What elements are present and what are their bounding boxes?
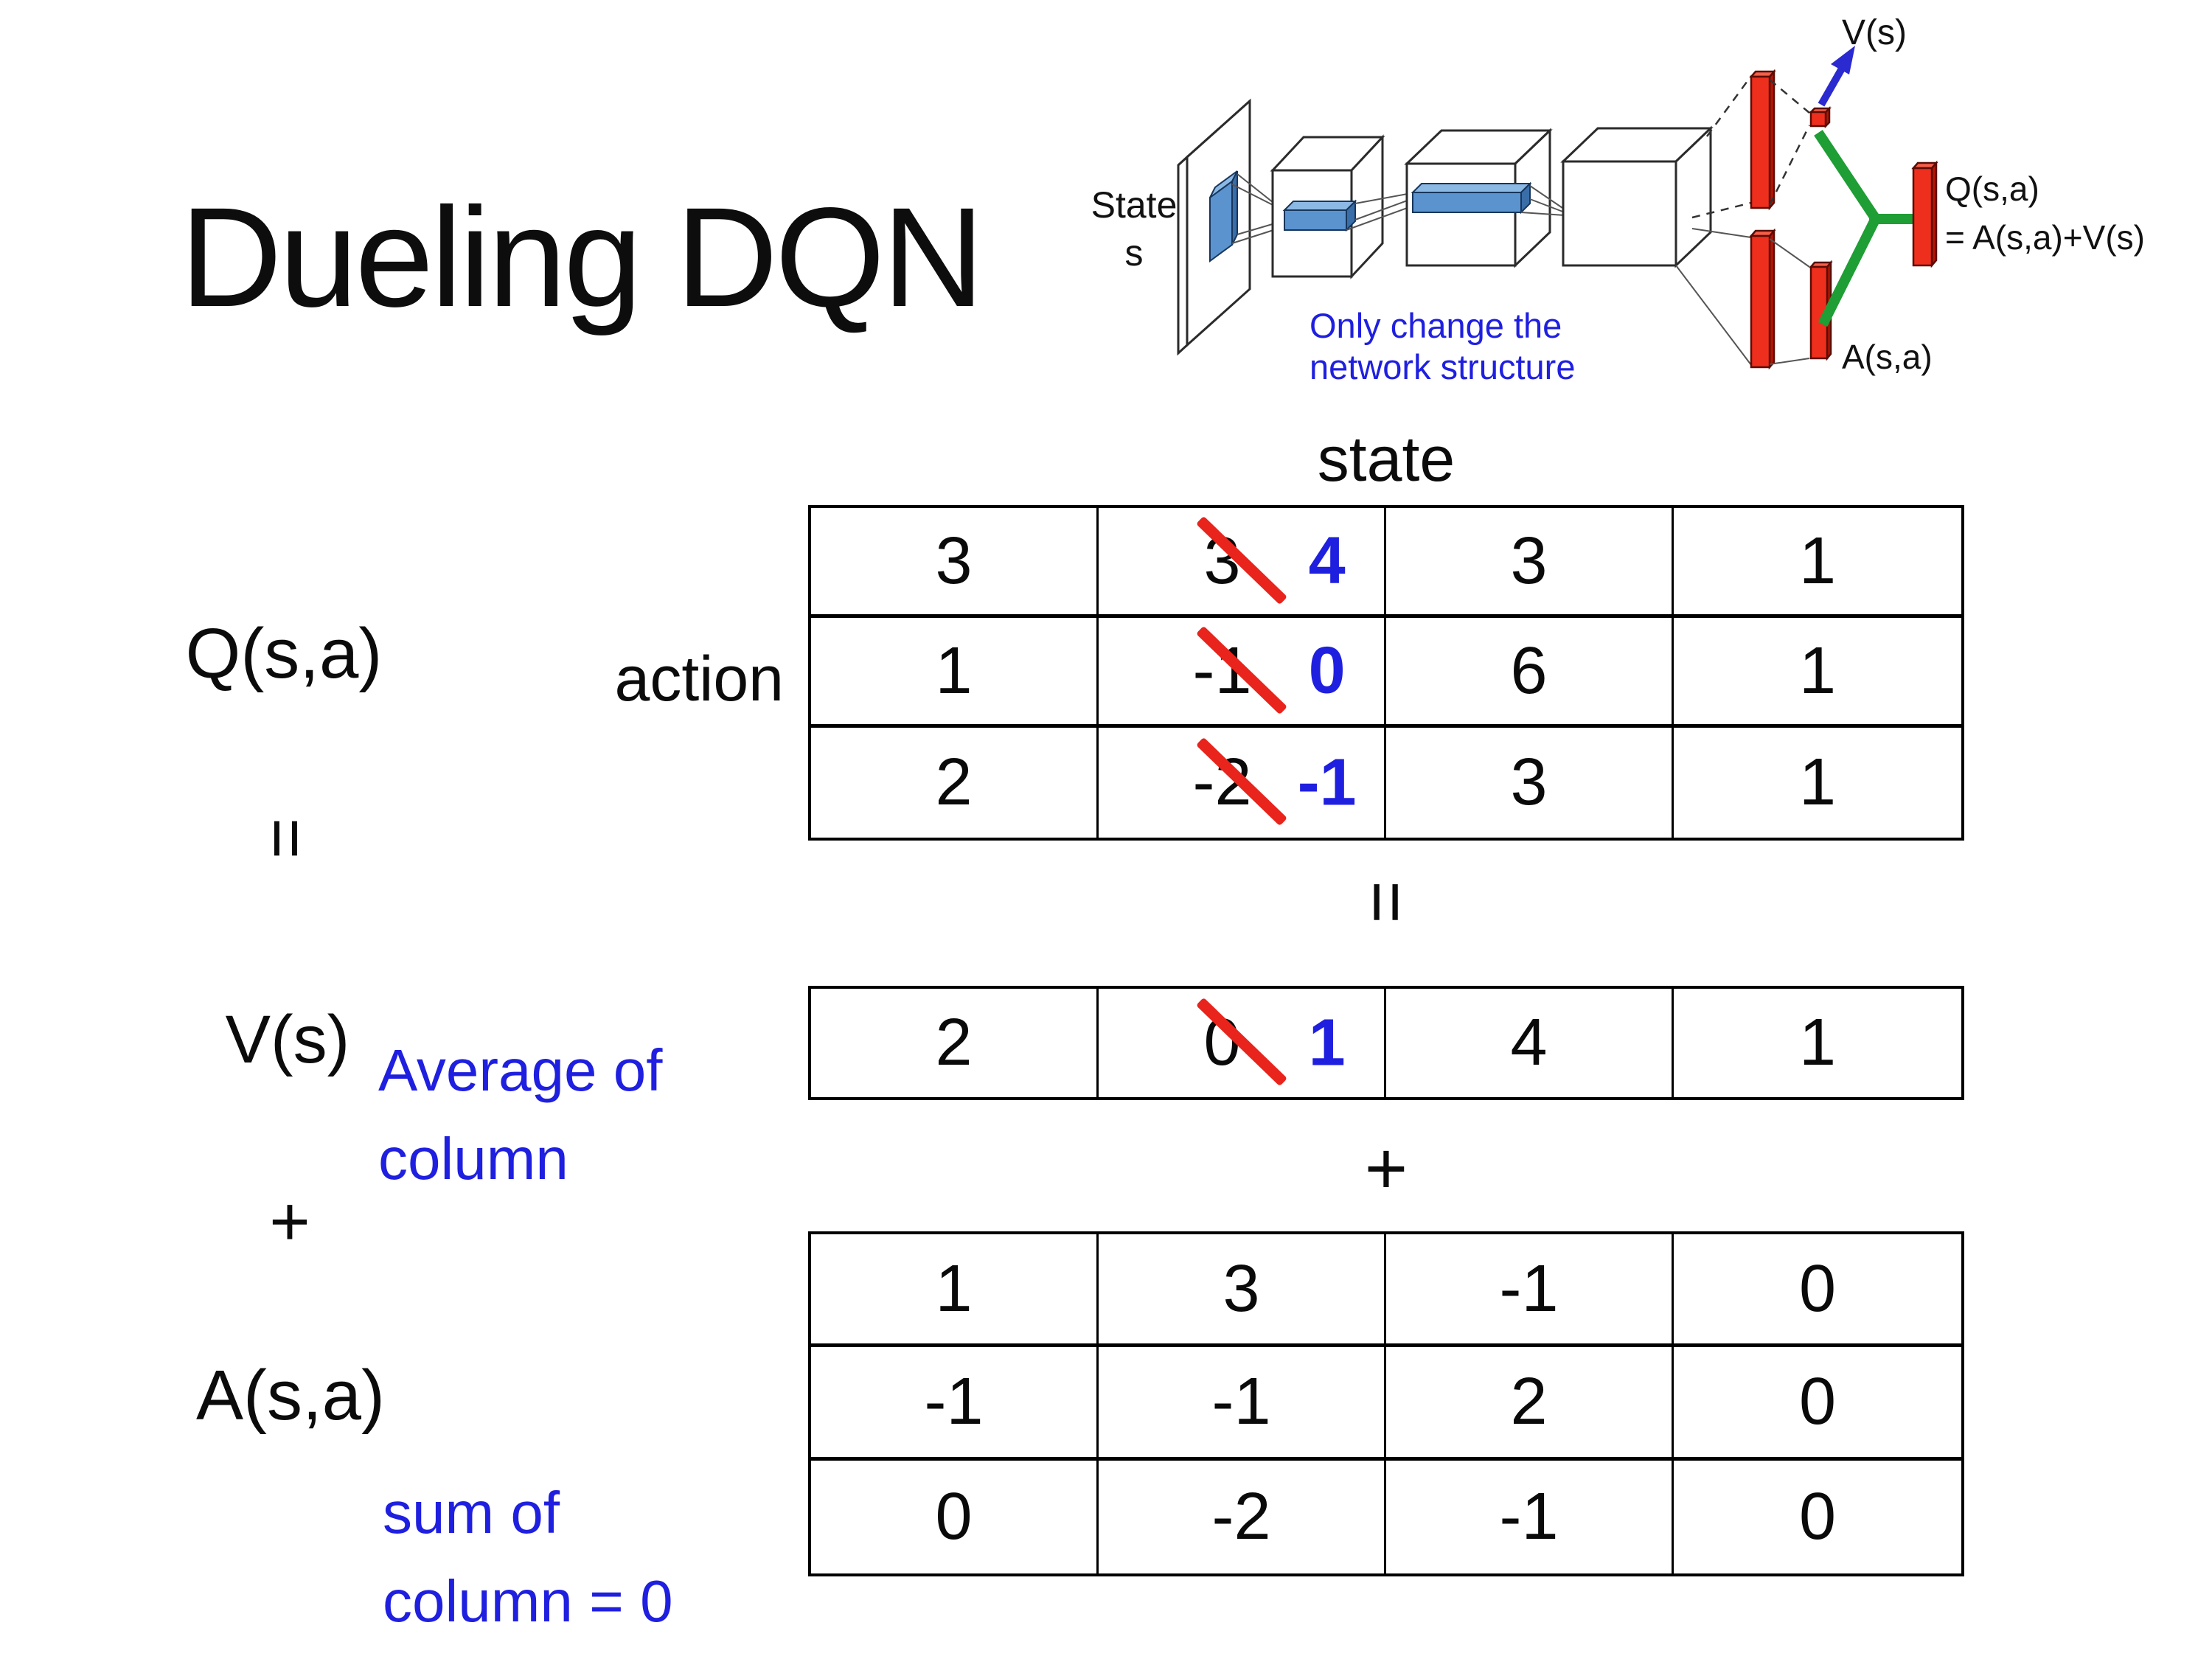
diagram-q-formula: = A(s,a)+V(s) [1945,218,2145,257]
q-cell-r0c2: 3 [1386,508,1674,618]
a-cell-r2c0: 0 [811,1460,1099,1573]
fc-bar-advantage-stream [1749,228,1776,370]
q-function-label: Q(s,a) [185,614,383,693]
diagram-note-line1: Only change the [1310,306,1562,345]
q-cell-r2c2: 3 [1386,728,1674,838]
dueling-network-diagram: State s V(s) Q(s,a) = A(s,a)+V(s) A(s,a)… [1091,13,2145,386]
q-cell-r1c0: 1 [811,618,1099,728]
input-patch [1209,170,1238,262]
q-cell-r0c1: 3 4 [1099,508,1386,618]
diagram-state-label-line2: s [1125,232,1144,274]
equals-sign-middle: = [1345,880,1428,924]
v-scalar-node [1808,105,1832,129]
conv-layer-1 [1270,134,1385,279]
v-cell-c2: 4 [1386,989,1674,1097]
q-table: 3 3 4 3 1 1 -1 0 6 1 2 -2 -1 3 1 [808,505,1964,841]
page-title: Dueling DQN [180,178,984,336]
a-cell-r2c3: 0 [1798,1479,1837,1554]
q-cell-r1c1: -1 0 [1099,618,1386,728]
average-note: Average of column [378,1037,663,1192]
q-cell-r2c1: -2 -1 [1099,728,1386,838]
v-arrow [1818,46,1855,107]
q-cell-r2c0: 2 [811,728,1099,838]
a-cell-r1c2: 2 [1386,1347,1674,1461]
v-cell-c0: 2 [811,989,1099,1097]
a-cell-r1c1: -1 [1099,1347,1386,1461]
q-new-value: -1 [1297,745,1357,819]
q-output-bar [1911,160,1938,268]
diagram-a-label: A(s,a) [1842,338,1933,376]
plus-sign-middle: + [1364,1127,1408,1210]
v-new-value: 1 [1308,1006,1346,1079]
q-cell-r0c0: 3 [811,508,1099,618]
plus-sign-left: + [269,1183,310,1261]
a-cell-r1c3: 0 [1674,1347,1961,1461]
a-cell-r1c0: -1 [811,1347,1099,1461]
a-cell-r2c1: -2 [1099,1460,1386,1573]
equals-sign-left: = [247,817,326,860]
conv-layer-2 [1404,128,1553,268]
sum-note: sum of column = 0 [383,1480,673,1634]
q-cell-r1c3: 1 [1674,618,1961,728]
v-function-label: V(s) [225,1002,350,1077]
q-new-value: 0 [1308,633,1346,708]
a-cell-r0c0: 1 [811,1234,1099,1348]
v-cell-c1: 0 1 [1099,989,1386,1097]
q-cell-r0c3: 1 [1674,508,1961,618]
fc-bar-value-stream [1749,69,1776,211]
a-function-label: A(s,a) [195,1356,386,1435]
v-table: 2 0 1 4 1 [808,986,1964,1100]
diagram-v-label: V(s) [1842,13,1907,52]
diagram-note-line2: network structure [1310,347,1575,386]
a-cell-r2c2: -1 [1386,1460,1674,1573]
action-header: action [614,644,785,714]
q-cell-r1c2: 6 [1386,618,1674,728]
a-cell-r0c3: 0 [1674,1234,1961,1348]
q-new-value: 4 [1308,524,1346,598]
diagram-q-label: Q(s,a) [1945,170,2039,208]
diagram-state-label-line1: State [1091,184,1178,226]
q-cell-r2c3: 1 [1798,745,1837,819]
state-header: state [1317,424,1455,495]
a-cell-r0c2: -1 [1386,1234,1674,1348]
v-cell-c3: 1 [1798,1006,1837,1079]
a-table: 1 3 -1 0 -1 -1 2 0 0 -2 -1 0 [808,1231,1964,1576]
a-cell-r0c1: 3 [1099,1234,1386,1348]
conv-layer-3 [1560,125,1714,268]
combine-links [1814,130,1915,327]
